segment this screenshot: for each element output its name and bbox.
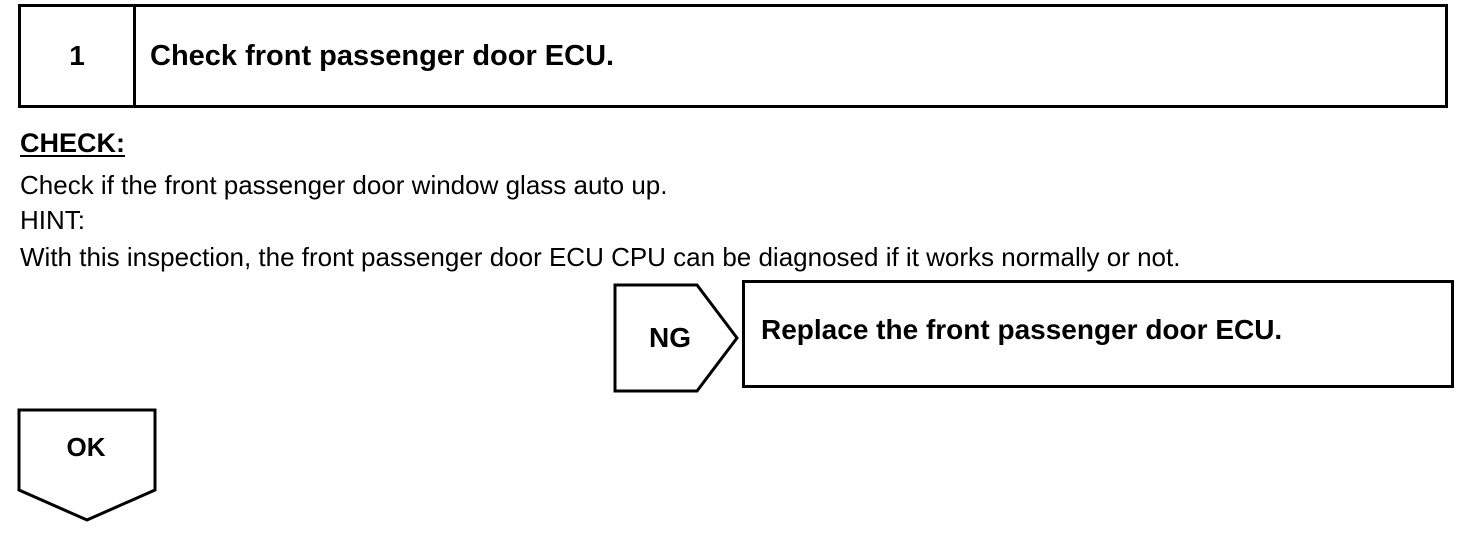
step-number: 1 [21, 7, 136, 105]
ok-arrow-shape [17, 408, 157, 522]
hint-text: With this inspection, the front passenge… [20, 242, 1181, 272]
check-heading: CHECK: [20, 128, 125, 158]
ng-action-box: Replace the front passenger door ECU. [742, 280, 1454, 388]
ng-action-text: Replace the front passenger door ECU. [761, 314, 1283, 345]
hint-label: HINT: [20, 205, 85, 235]
ok-label: OK [66, 432, 106, 462]
step-header: 1 Check front passenger door ECU. [18, 4, 1448, 108]
check-instruction: Check if the front passenger door window… [20, 170, 668, 200]
ng-label: NG [649, 322, 691, 353]
step-title: Check front passenger door ECU. [150, 39, 615, 72]
ng-arrow-shape [613, 283, 739, 393]
